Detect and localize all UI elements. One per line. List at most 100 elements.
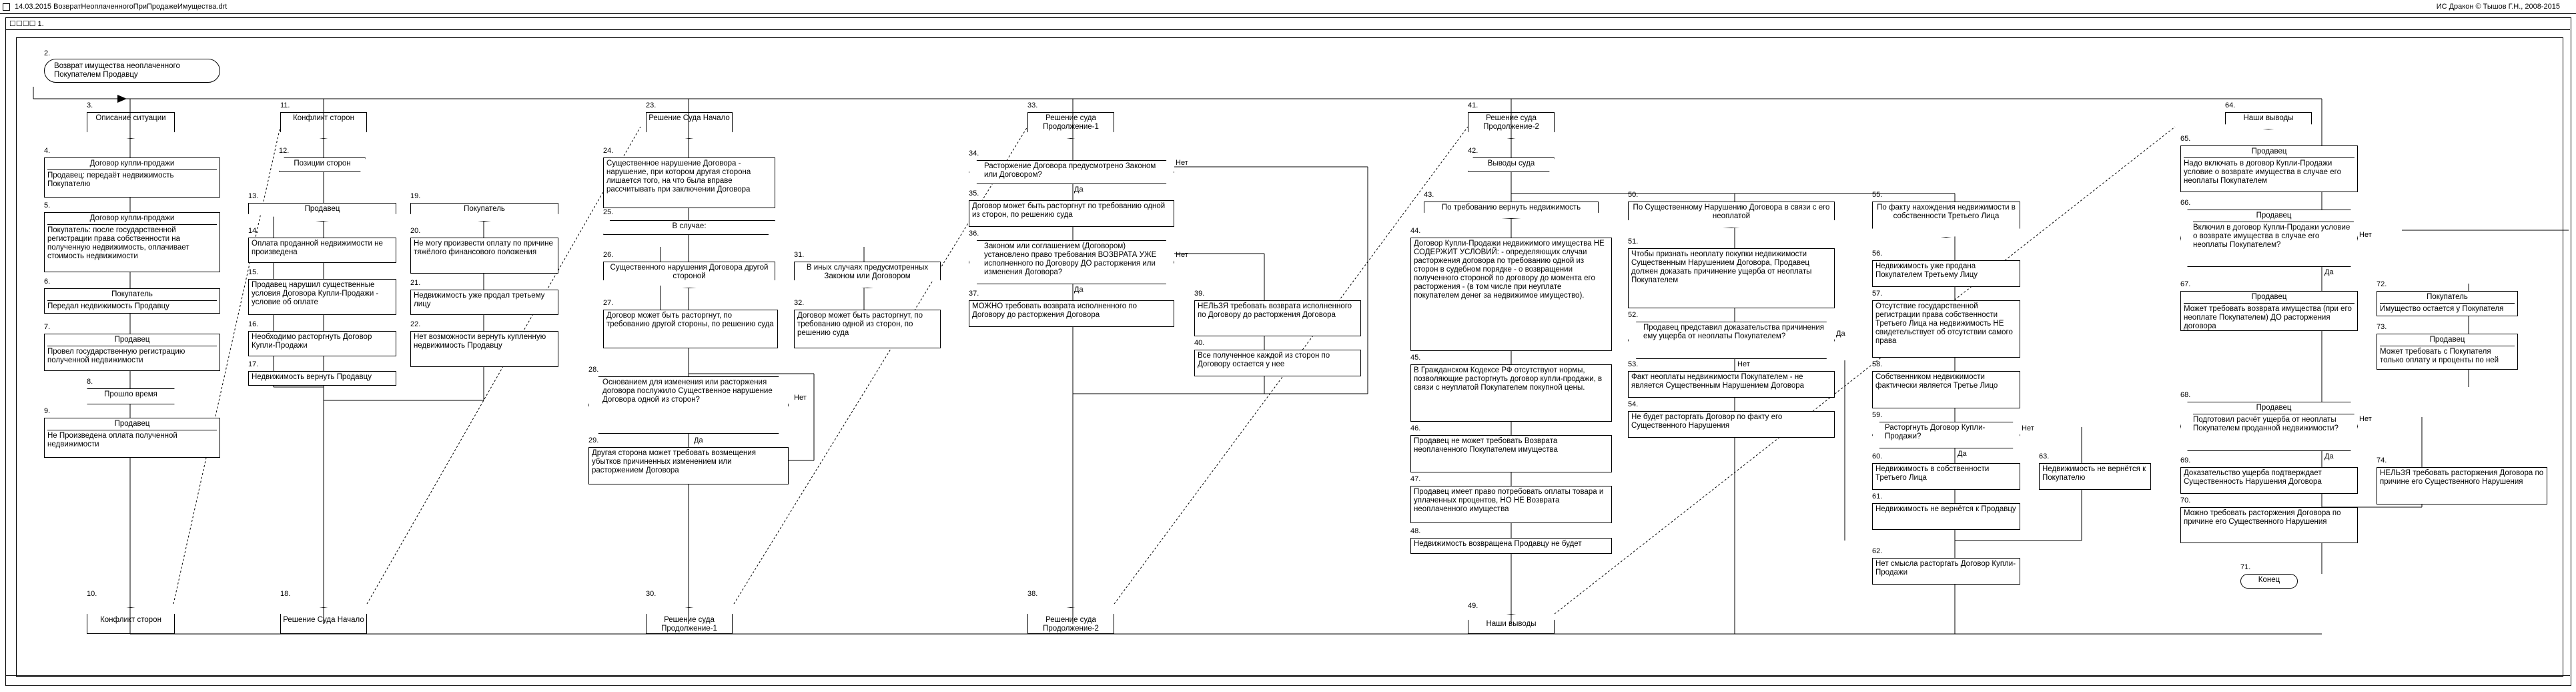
- action-node[interactable]: Договор Купли-Продажи недвижимого имущес…: [1410, 238, 1612, 351]
- node-number: 17.: [248, 360, 259, 368]
- no-label: Нет: [2022, 424, 2034, 432]
- select-node[interactable]: В случае:: [603, 220, 775, 235]
- end-terminator[interactable]: Конец: [2240, 574, 2298, 589]
- node-number: 70.: [2180, 496, 2191, 504]
- action-node[interactable]: Необходимо расторгнуть Договор Купли-Про…: [248, 331, 396, 356]
- question-node[interactable]: Законом или соглашением (Договором) уста…: [969, 240, 1174, 284]
- address-node[interactable]: Решение суда Продолжение-2: [1027, 607, 1114, 634]
- branch-header[interactable]: Решение Суда Начало: [646, 112, 733, 139]
- action-node[interactable]: Недвижимость возвращена Продавцу не буде…: [1410, 538, 1612, 554]
- question-node[interactable]: Расторгнуть Договор Купли-Продажи?: [1872, 422, 2020, 448]
- action-node[interactable]: Продавец имеет право потребовать оплаты …: [1410, 486, 1612, 523]
- node-number: 64.: [2225, 101, 2236, 109]
- node-number: 43.: [1424, 191, 1434, 199]
- question-node[interactable]: Продавец представил доказательства причи…: [1628, 322, 1835, 359]
- branch-header[interactable]: Конфликт сторон: [280, 112, 367, 139]
- action-node[interactable]: НЕЛЬЗЯ требовать расторжения Договора по…: [2377, 467, 2547, 504]
- branch-header[interactable]: Описание ситуации: [87, 112, 175, 139]
- node-number: 32.: [794, 299, 805, 307]
- branch-header[interactable]: Решение суда Продолжение-1: [1027, 112, 1114, 139]
- yes-label: Да: [1074, 186, 1084, 194]
- node-number: 69.: [2180, 456, 2191, 464]
- action-node[interactable]: Недвижимость в собственности Третьего Ли…: [1872, 463, 2020, 490]
- action-node[interactable]: Не будет расторгать Договор по факту его…: [1628, 411, 1835, 438]
- no-label: Нет: [2359, 231, 2372, 239]
- node-number: 31.: [794, 251, 805, 259]
- action-node[interactable]: Собственником недвижимости фактически яв…: [1872, 371, 2020, 408]
- toolbar-frame: [5, 29, 2570, 30]
- branch-header[interactable]: Решение суда Продолжение-2: [1468, 112, 1555, 139]
- action-node[interactable]: Договор может быть расторгнут, по требов…: [603, 310, 778, 348]
- action-node[interactable]: Договор может быть расторгнут, по требов…: [794, 310, 941, 348]
- case-node[interactable]: Существенного нарушения Договора другой …: [603, 262, 775, 288]
- action-node[interactable]: Нет возможности вернуть купленную недвиж…: [410, 331, 558, 367]
- action-node[interactable]: Недвижимость вернуть Продавцу: [248, 371, 396, 386]
- case-node[interactable]: По факту нахождения недвижимости в собст…: [1872, 202, 2020, 238]
- action-node[interactable]: Оплата проданной недвижимости не произве…: [248, 238, 396, 263]
- node-number: 40.: [1194, 339, 1205, 347]
- action-node[interactable]: Факт неоплаты недвижимости Покупателем -…: [1628, 371, 1835, 398]
- node-number: 53.: [1628, 360, 1639, 368]
- node-number: 4.: [44, 147, 51, 155]
- node-number: 49.: [1468, 602, 1478, 610]
- node-number: 8.: [87, 378, 93, 386]
- action-node[interactable]: Другая сторона может требовать возмещени…: [588, 447, 789, 484]
- node-number: 74.: [2377, 456, 2387, 464]
- question-node[interactable]: Расторжение Договора предусмотрено Закон…: [969, 160, 1174, 184]
- node-number: 71.: [2240, 563, 2251, 571]
- node-number: 19.: [410, 192, 421, 200]
- node-number: 63.: [2039, 452, 2050, 460]
- action-node[interactable]: Договор может быть расторгнут по требова…: [969, 200, 1174, 227]
- node-number: 20.: [410, 227, 421, 235]
- address-node[interactable]: Решение Суда Начало: [280, 607, 367, 634]
- action-node[interactable]: Недвижимость не вернётся к Покупателю: [2039, 463, 2151, 490]
- action-node[interactable]: Недвижимость уже продал третьему лицу: [410, 290, 558, 315]
- action-node[interactable]: Не могу произвести оплату по причине тяж…: [410, 238, 558, 274]
- action-node[interactable]: Все полученное каждой из сторон по Догов…: [1194, 350, 1361, 376]
- node-number: 14.: [248, 227, 259, 235]
- node-number: 18.: [280, 590, 291, 598]
- branch-header[interactable]: Наши выводы: [2225, 112, 2312, 129]
- question-node[interactable]: Основанием для изменения или расторжения…: [588, 376, 789, 434]
- action-node[interactable]: Недвижимость не вернётся к Продавцу: [1872, 503, 2020, 530]
- shelf-node[interactable]: Выводы суда: [1468, 157, 1555, 172]
- bottom-frame: [5, 675, 2570, 676]
- action-node[interactable]: НЕЛЬЗЯ требовать возврата исполненного п…: [1194, 300, 1361, 336]
- address-node[interactable]: Наши выводы: [1468, 614, 1555, 634]
- node-number: 9.: [44, 407, 51, 415]
- node-number: 38.: [1027, 590, 1038, 598]
- node-number: 3.: [87, 101, 93, 109]
- timer-node[interactable]: Прошло время: [87, 388, 175, 404]
- action-node[interactable]: Чтобы признать неоплату покупки недвижим…: [1628, 248, 1835, 308]
- shelf-node[interactable]: Позиции сторон: [279, 157, 366, 172]
- action-node[interactable]: Недвижимость уже продана Покупателем Тре…: [1872, 260, 2020, 287]
- action-node[interactable]: Можно требовать расторжения Договора по …: [2180, 507, 2358, 543]
- address-node[interactable]: Конфликт сторон: [87, 607, 175, 634]
- action-node[interactable]: Нет смысла расторгать Договор Купли-Прод…: [1872, 558, 2020, 585]
- start-terminator[interactable]: Возврат имущества неоплаченного Покупате…: [44, 59, 220, 83]
- action-node[interactable]: Отсутствие государственной регистрации п…: [1872, 300, 2020, 358]
- node-number: 39.: [1194, 290, 1205, 298]
- action-node[interactable]: Продавец нарушил существенные условия До…: [248, 279, 396, 315]
- node-number: 6.: [44, 278, 51, 286]
- action-node[interactable]: Доказательство ущерба подтверждает Сущес…: [2180, 467, 2358, 494]
- toolbar-icons[interactable]: ☐☐☐☐: [9, 20, 38, 28]
- address-node[interactable]: Решение суда Продолжение-1: [646, 607, 733, 634]
- action-node[interactable]: МОЖНО требовать возврата исполненного по…: [969, 300, 1174, 327]
- action-node[interactable]: В Гражданском Кодексе РФ отсутствуют нор…: [1410, 364, 1612, 422]
- action-node[interactable]: Существенное нарушение Договора - наруше…: [603, 157, 775, 208]
- node-number: 26.: [603, 251, 614, 259]
- node-number: 54.: [1628, 400, 1639, 408]
- action-node[interactable]: Продавец не может требовать Возврата нео…: [1410, 435, 1612, 472]
